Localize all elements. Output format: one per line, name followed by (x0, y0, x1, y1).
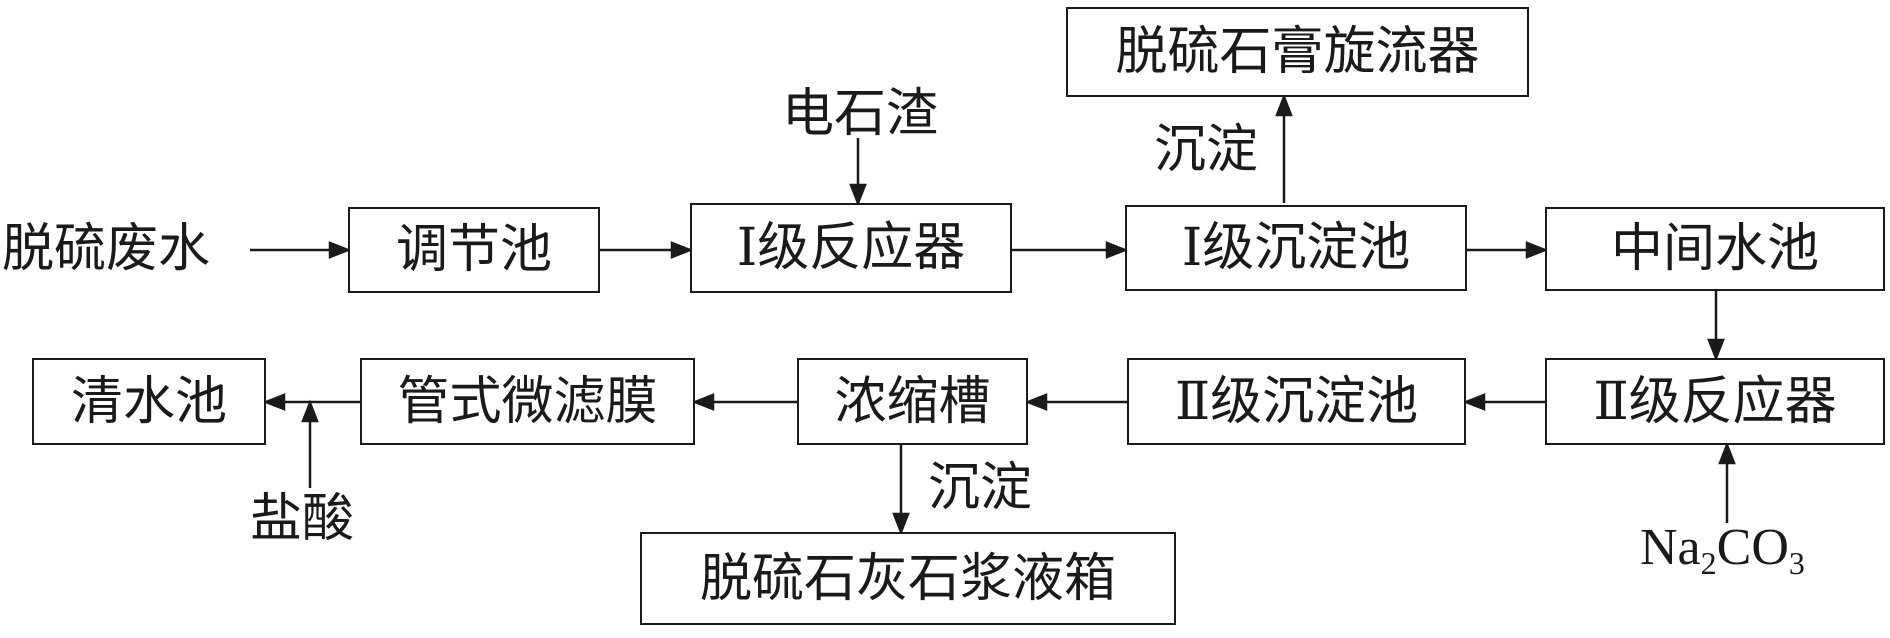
node-concentration-tank: 浓缩槽 (797, 358, 1028, 445)
arrowhead (262, 393, 286, 411)
na2co3-co: CO (1716, 519, 1789, 576)
arrowhead (1024, 393, 1048, 411)
arrowhead (1462, 393, 1486, 411)
arrowhead (1718, 441, 1736, 465)
label-sediment-2: 沉淀 (928, 458, 1033, 518)
node-middle-pool-label: 中间水池 (1610, 219, 1819, 279)
node-clear-water-pool: 清水池 (32, 358, 266, 445)
node-tubular-membrane: 管式微滤膜 (360, 358, 695, 445)
label-input-hcl: 盐酸 (250, 489, 355, 549)
node-gypsum-cyclone: 脱硫石膏旋流器 (1066, 7, 1529, 97)
node-reactor-2-label: Ⅱ级反应器 (1593, 371, 1837, 432)
label-sediment-1: 沉淀 (1154, 120, 1259, 180)
node-reactor-1: Ⅰ级反应器 (690, 203, 1012, 293)
node-tubular-membrane-label: 管式微滤膜 (397, 371, 658, 432)
node-concentration-tank-label: 浓缩槽 (834, 371, 991, 432)
node-middle-pool: 中间水池 (1545, 207, 1885, 291)
node-settling-pool-2: Ⅱ级沉淀池 (1127, 358, 1466, 445)
arrowhead (1105, 241, 1129, 259)
na2co3-subscript-3: 3 (1788, 545, 1805, 581)
node-reactor-1-label: Ⅰ级反应器 (736, 218, 966, 278)
arrowhead (1707, 338, 1725, 362)
node-reactor-2: Ⅱ级反应器 (1545, 358, 1885, 445)
node-settling-pool-2-label: Ⅱ级沉淀池 (1174, 371, 1419, 432)
node-settling-pool-1-label: Ⅰ级沉淀池 (1181, 218, 1411, 278)
node-regulating-pool: 调节池 (348, 207, 600, 293)
arrowhead (328, 241, 352, 259)
arrowhead (301, 399, 319, 423)
label-input-na2co3: Na2CO3 (1640, 519, 1805, 581)
node-regulating-pool-label: 调节池 (395, 220, 552, 280)
na2co3-na: Na (1640, 519, 1701, 576)
node-limestone-slurry-tank: 脱硫石灰石浆液箱 (640, 532, 1176, 625)
arrowhead (849, 183, 867, 207)
arrowhead (670, 241, 694, 259)
node-settling-pool-1: Ⅰ级沉淀池 (1125, 205, 1467, 291)
label-input-wastewater: 脱硫废水 (2, 219, 211, 279)
arrowhead (691, 393, 715, 411)
arrowhead (892, 512, 910, 536)
node-gypsum-cyclone-label: 脱硫石膏旋流器 (1115, 22, 1480, 82)
label-input-carbide-slag: 电石渣 (782, 84, 939, 144)
node-clear-water-pool-label: 清水池 (70, 371, 227, 432)
arrowhead (1275, 93, 1293, 117)
na2co3-subscript-2: 2 (1700, 545, 1717, 581)
arrowhead (1525, 241, 1549, 259)
node-limestone-slurry-tank-label: 脱硫石灰石浆液箱 (699, 548, 1116, 609)
